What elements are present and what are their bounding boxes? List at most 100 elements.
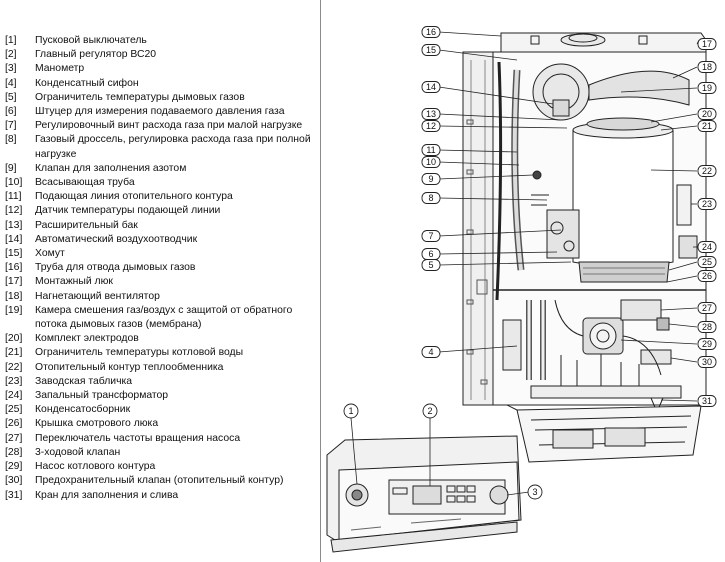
legend-number: [6] [5, 106, 17, 118]
legend-text: Ограничитель температуры дымовых газов [35, 91, 245, 103]
legend-number: [1] [5, 35, 17, 46]
legend-text: Датчик температуры подающей линии [35, 205, 221, 217]
callout-11: 11 [421, 144, 441, 156]
callout-label: 3 [532, 487, 537, 497]
siphon [502, 319, 522, 371]
legend-number: [11] [5, 191, 22, 203]
callout-label: 23 [702, 199, 712, 209]
legend-text: Расширительный бак [35, 219, 138, 231]
manometer [489, 485, 509, 505]
callout-frame [421, 120, 441, 132]
legend-text: Запальный трансформатор [35, 390, 169, 402]
callout-label: 28 [702, 322, 712, 332]
callout-label: 7 [428, 231, 433, 241]
callout-label: 9 [428, 174, 433, 184]
legend-item: [23]Заводская табличка [5, 375, 317, 389]
callout-label: 17 [702, 39, 712, 49]
callout-frame [697, 338, 717, 350]
legend-text: Монтажный люк [35, 276, 113, 288]
callout-frame [697, 198, 717, 210]
legend-item: [11]Подающая линия отопительного контура [5, 190, 317, 204]
legend-text: Крышка смотрового люка [35, 418, 159, 430]
legend-text: Заводская табличка [35, 375, 133, 387]
legend-item: [6]Штуцер для измерения подаваемого давл… [5, 105, 317, 119]
legend-number: [24] [5, 390, 23, 402]
callout-frame [421, 26, 441, 38]
legend-item: [29]Насос котлового контура [5, 460, 317, 474]
legend-number: [4] [5, 77, 17, 89]
legend-item: [31]Кран для заполнения и слива [5, 489, 317, 503]
callout-18: 18 [697, 61, 717, 73]
callout-frame [697, 302, 717, 314]
callout-frame [421, 173, 441, 185]
legend-number: [3] [5, 63, 17, 75]
legend-number: [30] [5, 475, 23, 487]
callout-28: 28 [697, 321, 717, 333]
callout-frame [697, 82, 717, 94]
legend-text: Отопительный контур теплообменника [35, 361, 224, 373]
callout-frame [697, 165, 717, 177]
callout-label: 15 [426, 45, 436, 55]
callout-label: 20 [702, 109, 712, 119]
callout-15: 15 [421, 44, 441, 56]
callout-frame [697, 356, 717, 368]
legend-item: [21]Ограничитель температуры котловой во… [5, 346, 317, 360]
legend-item: [13]Расширительный бак [5, 219, 317, 233]
air-vent [552, 99, 570, 117]
callout-label: 2 [427, 406, 432, 416]
callout-frame [697, 38, 717, 50]
callout-12: 12 [421, 120, 441, 132]
legend-number: [18] [5, 290, 23, 302]
legend-number: [10] [5, 177, 23, 189]
legend-number: [15] [5, 248, 23, 260]
legend-number: [9] [5, 162, 17, 174]
callout-label: 1 [348, 406, 353, 416]
heat-exchanger [572, 129, 674, 268]
callout-frame [422, 403, 438, 419]
legend-item: [10]Всасывающая труба [5, 176, 317, 190]
legend-number: [28] [5, 446, 23, 458]
callout-label: 10 [426, 157, 436, 167]
legend-text: Конденсатосборник [35, 404, 131, 416]
legend-text: Главный регулятор ВС20 [35, 49, 157, 61]
callout-frame [421, 192, 441, 204]
legend-item: [2]Главный регулятор ВС20 [5, 48, 317, 62]
legend-text: Переключатель частоты вращения насоса [35, 432, 241, 444]
legend-number: [31] [5, 489, 23, 501]
legend-number: [14] [5, 233, 23, 245]
callout-label: 14 [426, 82, 436, 92]
callout-label: 12 [426, 121, 436, 131]
callout-31: 31 [697, 395, 717, 407]
legend-text: Газовый дроссель, регулировка расхода га… [35, 134, 311, 160]
legend-number: [8] [5, 134, 17, 146]
legend-item: [16]Труба для отвода дымовых газов [5, 261, 317, 275]
legend-text: 3-ходовой клапан [35, 446, 121, 458]
callout-label: 30 [702, 357, 712, 367]
type-plate [676, 184, 692, 226]
legend-text: Манометр [35, 63, 85, 75]
legend-list: [1]Пусковой выключатель[2]Главный регуля… [5, 34, 317, 503]
legend-item: [18]Нагнетающий вентилятор [5, 290, 317, 304]
callout-22: 22 [697, 165, 717, 177]
callout-label: 11 [426, 145, 435, 155]
leader-lines [350, 31, 700, 496]
legend-item: [19]Камера смешения газ/воздух с защитой… [5, 304, 317, 332]
callout-27: 27 [697, 302, 717, 314]
callout-5: 5 [421, 259, 441, 271]
legend-number: [20] [5, 333, 23, 345]
legend-number: [29] [5, 461, 23, 473]
legend-text: Регулировочный винт расхода газа при мал… [35, 120, 303, 132]
legend-text: Автоматический воздухоотводчик [35, 233, 198, 245]
legend-number: [7] [5, 120, 17, 132]
legend-text: Ограничитель температуры котловой воды [35, 347, 244, 359]
callout-frame [697, 241, 717, 253]
callout-frame [697, 256, 717, 268]
callout-frame [421, 259, 441, 271]
legend-item: [22]Отопительный контур теплообменника [5, 361, 317, 375]
legend-item: [5]Ограничитель температуры дымовых газо… [5, 91, 317, 105]
safety-valve [640, 349, 672, 365]
gas-valve [546, 209, 580, 259]
callout-label: 26 [702, 271, 712, 281]
legend-number: [19] [5, 304, 23, 316]
